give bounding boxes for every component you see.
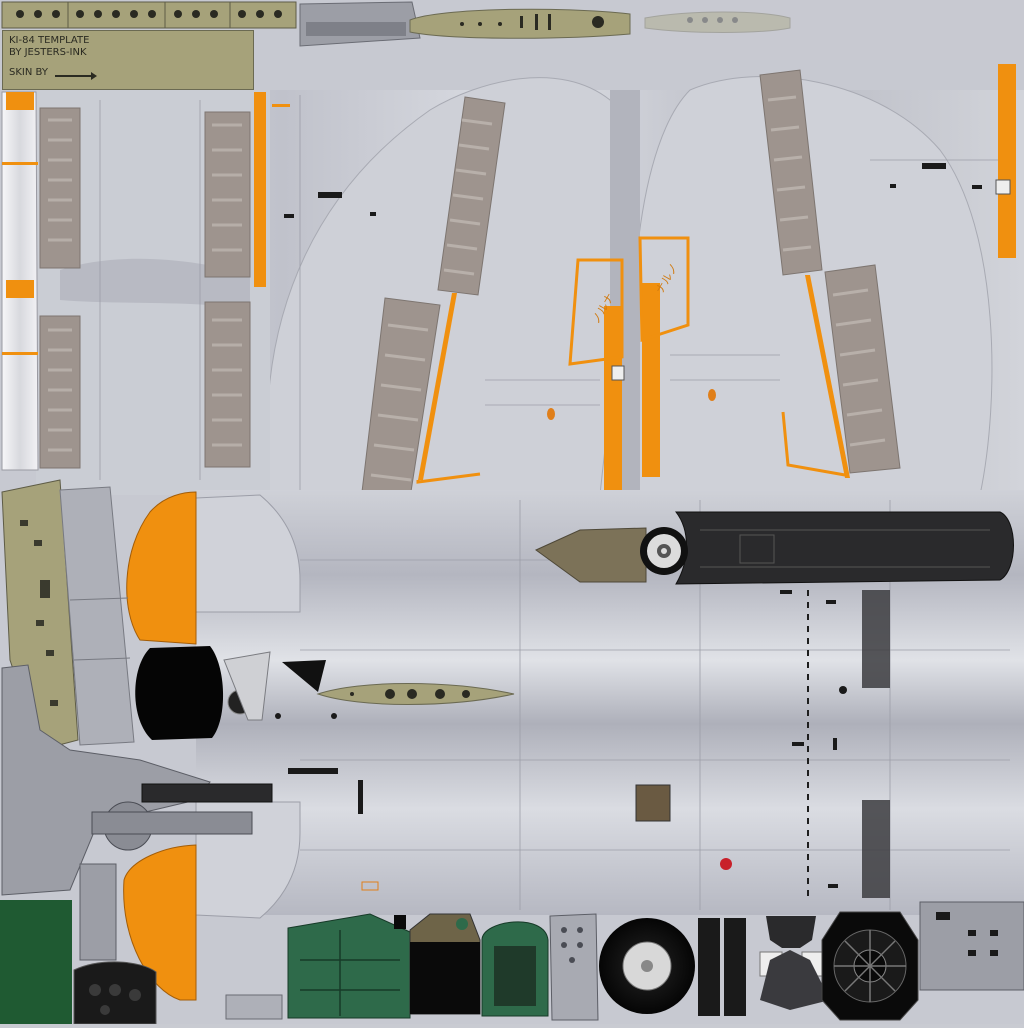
flap-ribs-diagonal xyxy=(370,95,886,482)
cowling-strip xyxy=(1,91,39,471)
wing-leading-edge-orange xyxy=(254,92,266,287)
template-author: BY JESTERS-INK xyxy=(9,47,87,58)
arrow-right-icon xyxy=(55,75,93,77)
access-panel-black xyxy=(135,646,326,740)
wing-black-marks xyxy=(284,163,982,218)
orange-outline-panels xyxy=(416,236,846,484)
flap-panels-left xyxy=(39,107,251,469)
red-marking xyxy=(720,858,732,870)
instrument-panel xyxy=(73,961,157,1025)
tail-rudder-upper xyxy=(126,491,197,645)
engine-radial-icon xyxy=(821,911,919,1021)
exhaust-black xyxy=(141,783,273,803)
data-placard xyxy=(635,784,671,822)
main-wheel-icon xyxy=(599,918,695,1014)
engine-cowling-black xyxy=(535,511,1014,585)
propeller-hub-icon xyxy=(759,916,830,1010)
orange-dot xyxy=(547,408,555,420)
arrow-right-head-icon xyxy=(91,72,97,80)
flap-ribs-left xyxy=(48,118,242,452)
gun-breech-gray xyxy=(549,913,599,1021)
armor-plate-green xyxy=(481,921,549,1017)
wing-lamp xyxy=(611,365,625,381)
fuselage-marks xyxy=(275,590,847,888)
orange-dot-right xyxy=(708,389,716,401)
template-title: KI-84 TEMPLATE xyxy=(9,35,90,46)
seat-black xyxy=(409,913,481,1015)
template-label-panel: KI-84 TEMPLATE BY JESTERS-INK SKIN BY xyxy=(2,30,254,90)
cockpit-green-interior xyxy=(287,913,411,1019)
tire-strips xyxy=(698,918,746,1016)
gun-cover-strip xyxy=(299,0,1024,60)
orange-tag xyxy=(361,881,379,891)
wheel-icon xyxy=(640,527,688,575)
khaki-blade-center xyxy=(316,683,515,705)
rivet-strip xyxy=(1,1,297,29)
orange-wing-stripes xyxy=(418,64,1016,498)
wing-lamp-right xyxy=(995,179,1011,195)
gray-plate xyxy=(225,994,283,1020)
skin-by-label: SKIN BY xyxy=(9,67,48,78)
rivet-dot-icon xyxy=(16,10,24,18)
tail-rudder-lower xyxy=(123,844,197,1001)
dark-green-panel xyxy=(0,900,72,1024)
engine-mount-gray xyxy=(1,664,253,961)
gray-panel-right xyxy=(919,901,1024,991)
orange-tick xyxy=(272,104,290,107)
